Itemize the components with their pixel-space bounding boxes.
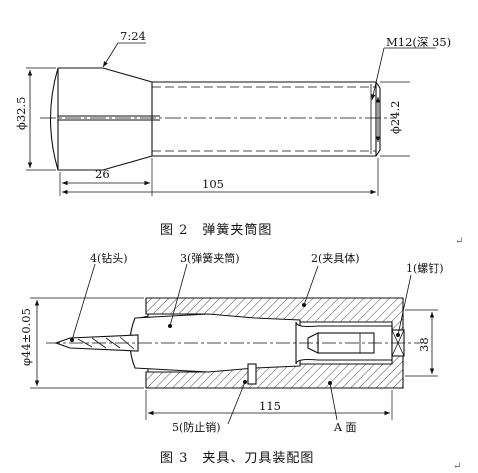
thread-spec-label: M12(深 35)	[386, 35, 451, 49]
paragraph-mark-2: ↵	[453, 461, 461, 472]
pin-label: 5(防止销)	[172, 420, 221, 434]
collet-label: 3(弹簧夹筒)	[180, 251, 240, 265]
assembly-diameter-label: φ44±0.05	[19, 308, 33, 366]
collet-shank-outline	[152, 81, 381, 157]
anti-rotation-pin	[247, 363, 257, 385]
paragraph-mark-1: ↵	[455, 236, 463, 247]
face-a-label: A 面	[333, 421, 356, 434]
figure-3-assembly-drawing	[30, 263, 438, 425]
collet-head-outline	[50, 67, 153, 171]
length-total-label: 105	[202, 177, 224, 191]
figure-2-caption: 图 2 弹簧夹筒图	[160, 222, 272, 238]
body-label: 2(夹具体)	[311, 251, 360, 265]
diameter-left-label: ϕ32.5	[14, 97, 28, 130]
screw-label: 1(螺钉)	[406, 262, 444, 275]
figure-2-collet-drawing	[26, 42, 436, 196]
diameter-right-label: ϕ24.2	[388, 101, 402, 134]
drill-label: 4(钻头)	[90, 251, 128, 265]
figure-3-caption: 图 3 夹具、刀具装配图	[160, 451, 314, 466]
length-short-label: 26	[95, 167, 110, 181]
assembly-length-label: 115	[259, 399, 281, 413]
assembly-height-label: 38	[417, 337, 431, 352]
taper-ratio-label: 7:24	[120, 29, 146, 43]
